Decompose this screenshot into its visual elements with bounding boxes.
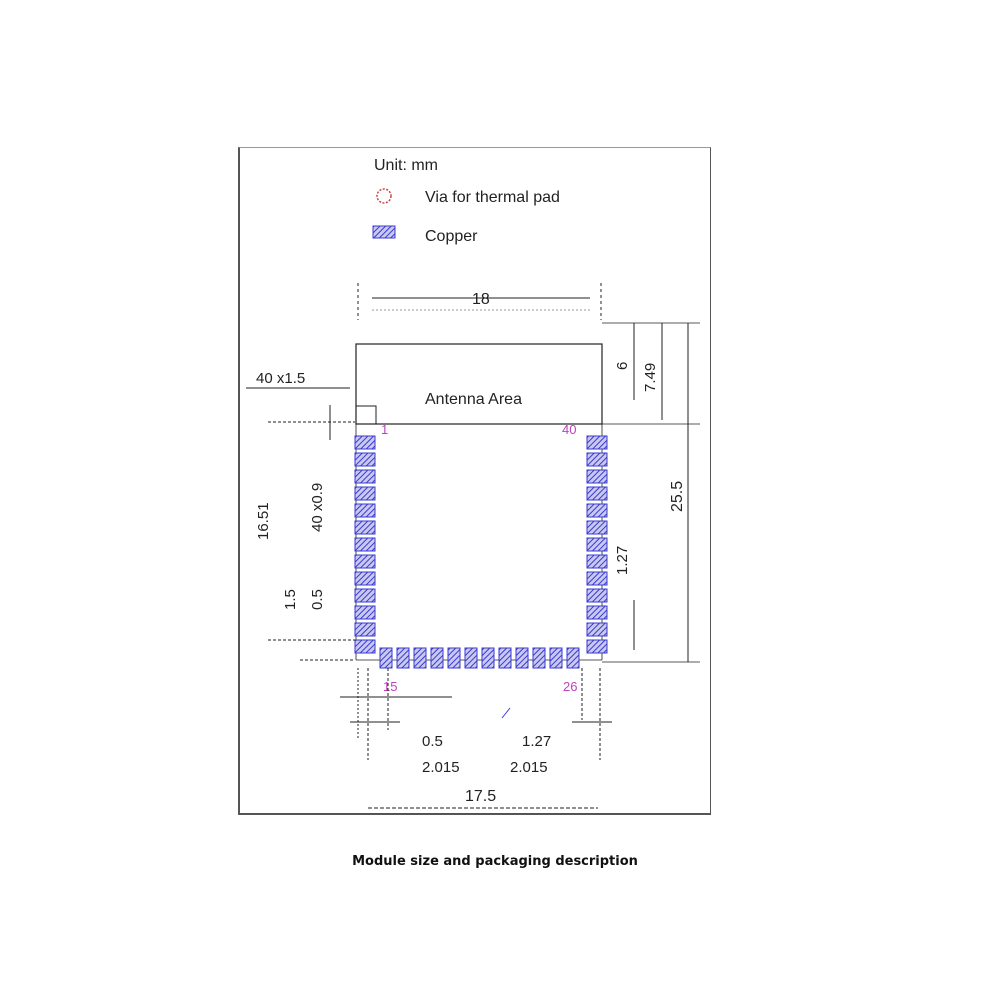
copper-pad xyxy=(586,571,608,586)
copper-pad xyxy=(354,639,376,654)
copper-pad xyxy=(586,639,608,654)
unit-label: Unit: mm xyxy=(374,157,438,174)
bottom-pad-row xyxy=(379,647,580,669)
dim-bottom-left-b-label: 2.015 xyxy=(422,759,460,776)
dim-pad-width-label: 40 x0.9 xyxy=(309,483,326,532)
dim-bottom-left-a-label: 0.5 xyxy=(422,733,443,750)
dim-left-offset-a-label: 1.5 xyxy=(282,589,299,610)
via-legend-label: Via for thermal pad xyxy=(425,189,560,206)
dim-bottom-right-a-label: 1.27 xyxy=(522,733,551,750)
copper-legend-label: Copper xyxy=(425,228,478,245)
copper-pad xyxy=(586,469,608,484)
copper-pad xyxy=(498,647,512,669)
copper-pad xyxy=(586,486,608,501)
copper-pad xyxy=(430,647,444,669)
copper-pad xyxy=(354,503,376,518)
figure-caption: Module size and packaging description xyxy=(352,854,638,869)
copper-pad xyxy=(354,435,376,450)
copper-pad xyxy=(586,537,608,552)
dim-left-group xyxy=(246,387,355,661)
antenna-area xyxy=(355,343,603,425)
copper-pad xyxy=(354,605,376,620)
via-legend-icon xyxy=(376,188,392,204)
pin-40-label: 40 xyxy=(562,422,576,437)
copper-pad xyxy=(413,647,427,669)
copper-pad xyxy=(481,647,495,669)
dim-width-top-label: 18 xyxy=(472,291,490,308)
dim-antenna-to-pad-label: 7.49 xyxy=(642,363,659,392)
dim-width-top xyxy=(357,283,602,320)
dim-bottom-right-b-label: 2.015 xyxy=(510,759,548,776)
left-pad-column xyxy=(354,435,376,654)
copper-pad xyxy=(396,647,410,669)
dim-left-span-label: 16.51 xyxy=(255,502,272,540)
dim-total-height-label: 25.5 xyxy=(669,481,686,512)
copper-pad xyxy=(566,647,580,669)
dim-pad-size-label: 40 x1.5 xyxy=(256,370,305,387)
copper-pad xyxy=(354,537,376,552)
copper-pad xyxy=(586,452,608,467)
dim-width-bottom-label: 17.5 xyxy=(465,788,496,805)
dim-bottom-group xyxy=(340,668,612,809)
pin-1-label: 1 xyxy=(381,422,388,437)
antenna-area-label: Antenna Area xyxy=(425,391,522,408)
dim-antenna-height-label: 6 xyxy=(614,362,631,370)
copper-pad xyxy=(515,647,529,669)
copper-pad xyxy=(354,486,376,501)
copper-pad xyxy=(586,554,608,569)
copper-pad xyxy=(354,554,376,569)
copper-pad xyxy=(354,469,376,484)
copper-pad xyxy=(586,622,608,637)
pin-26-label: 26 xyxy=(563,679,577,694)
copper-pad xyxy=(586,503,608,518)
copper-pad xyxy=(354,452,376,467)
copper-pad xyxy=(354,520,376,535)
copper-pad xyxy=(354,571,376,586)
dim-right-pitch-label: 1.27 xyxy=(614,546,631,575)
copper-pad xyxy=(586,435,608,450)
copper-pad xyxy=(464,647,478,669)
pin-15-label: 15 xyxy=(383,679,397,694)
pin1-marker xyxy=(355,405,377,425)
copper-pad xyxy=(379,647,393,669)
dim-right-group xyxy=(602,322,700,663)
copper-pad xyxy=(354,622,376,637)
copper-pad xyxy=(586,605,608,620)
dim-left-offset-b-label: 0.5 xyxy=(309,589,326,610)
right-pad-column xyxy=(586,435,608,654)
drawing-frame xyxy=(238,147,711,815)
copper-pad xyxy=(549,647,563,669)
copper-pad xyxy=(586,588,608,603)
copper-pad xyxy=(354,588,376,603)
copper-pad xyxy=(532,647,546,669)
copper-pad xyxy=(586,520,608,535)
copper-pad xyxy=(447,647,461,669)
copper-legend-icon xyxy=(372,225,396,239)
